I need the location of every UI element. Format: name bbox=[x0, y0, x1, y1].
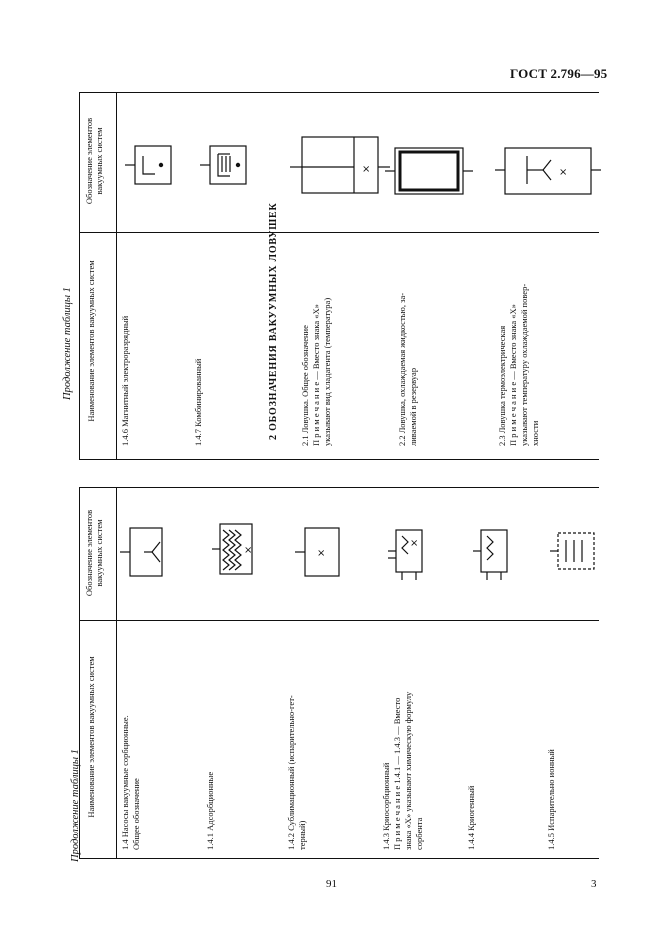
left-row-6-line-1: 1.4.5 Испарительно ионный bbox=[546, 749, 556, 850]
left-row-2-text: 1.4.1 Адсорбционные bbox=[205, 772, 216, 850]
left-table-left-rule bbox=[79, 487, 80, 859]
left-row-3-line-1: 1.4.2 Сублимационный (испарительно-гет- bbox=[286, 695, 296, 850]
trap-row-3-line-4: хности bbox=[530, 420, 540, 446]
trap-row-2-line-2: ливаемой в резервуар bbox=[408, 367, 418, 446]
left-col-symbol-header-line-2: вакуумных систем bbox=[94, 519, 104, 587]
right-row-2-line-1: 1.4.7 Комбинированный bbox=[193, 358, 203, 446]
trap-row-2-text: 2.2 Ловушка, охлаждаемая жидкостью, за- … bbox=[397, 293, 419, 446]
trap-row-1-line-2: П р и м е ч а н и е — Вместо знака «Х» bbox=[311, 304, 321, 446]
left-row-5-text: 1.4.4 Криогенный bbox=[466, 786, 477, 850]
svg-text:×: × bbox=[317, 548, 325, 559]
right-row-1-line-1: 1.4.6 Магнитный электроразрядный bbox=[120, 315, 130, 446]
left-table-header-rule bbox=[116, 487, 117, 859]
left-row-3-text: 1.4.2 Сублимационный (испарительно-гет- … bbox=[286, 695, 308, 850]
left-row-4-line-2: П р и м е ч а н и е 1.4.1 — 1.4.3 — Вмес… bbox=[392, 697, 402, 850]
right-col-name-header: Наименование элементов вакуумных систем bbox=[86, 260, 96, 422]
right-col-symbol-header-line-2: вакуумных систем bbox=[94, 127, 104, 195]
thermoelectric-trap-symbol: × bbox=[495, 147, 601, 195]
page-number-left: 91 bbox=[326, 878, 337, 890]
left-col-symbol-header: Обозначение элементов вакуумных систем bbox=[84, 494, 104, 612]
left-table-column-divider bbox=[79, 620, 599, 621]
left-row-3-line-2: терный) bbox=[297, 820, 307, 850]
right-col-symbol-header-line-1: Обозначение элементов bbox=[84, 117, 94, 205]
document-code: ГОСТ 2.796—95 bbox=[510, 66, 608, 81]
trap-row-1-line-1: 2.1 Ловушка. Общее обозначение bbox=[300, 325, 310, 446]
svg-text:×: × bbox=[362, 164, 370, 175]
trap-row-2-line-1: 2.2 Ловушка, охлаждаемая жидкостью, за- bbox=[397, 292, 407, 446]
left-row-1-line-1: 1.4 Насосы вакуумные сорбционные. bbox=[120, 715, 130, 850]
cryogenic-pump-symbol bbox=[473, 529, 508, 580]
trap-row-1-text: 2.1 Ловушка. Общее обозначение П р и м е… bbox=[300, 298, 333, 446]
trap-row-3-line-3: указывают температуру охлаждаемой повер- bbox=[519, 283, 529, 446]
combined-pump-symbol bbox=[200, 145, 247, 185]
left-row-2-line-1: 1.4.1 Адсорбционные bbox=[205, 771, 215, 850]
sublimation-pump-symbol: × bbox=[295, 527, 340, 577]
right-table-column-divider bbox=[79, 232, 599, 233]
adsorption-pump-symbol: × bbox=[212, 523, 253, 575]
trap-row-1-line-3: указывают вид хладагента (температура) bbox=[322, 297, 332, 446]
right-table-continuation: Продолжение таблицы 1 bbox=[62, 287, 73, 400]
left-row-4-text: 1.4.3 Криосорбционный П р и м е ч а н и … bbox=[381, 692, 425, 850]
trap-row-3-line-1: 2.3 Ловушка термоэлектрическая bbox=[497, 325, 507, 446]
trap-general-symbol: × bbox=[290, 136, 390, 194]
trap-row-3-line-2: П р и м е ч а н и е — Вместо знака «Х» bbox=[508, 304, 518, 446]
liquid-cooled-trap-symbol bbox=[385, 147, 473, 195]
right-row-1-text: 1.4.6 Магнитный электроразрядный bbox=[120, 316, 131, 446]
left-table-bottom-rule bbox=[79, 858, 599, 859]
left-row-6-text: 1.4.5 Испарительно ионный bbox=[546, 749, 557, 850]
sorption-pump-symbol bbox=[120, 527, 163, 577]
section-title: 2 ОБОЗНАЧЕНИЯ ВАКУУМНЫХ ЛОВУШЕК bbox=[268, 202, 279, 440]
trap-row-3-text: 2.3 Ловушка термоэлектрическая П р и м е… bbox=[497, 284, 541, 446]
left-row-1-line-2: Общее обозначение bbox=[131, 778, 141, 850]
left-col-symbol-header-line-1: Обозначение элементов bbox=[84, 509, 94, 597]
left-row-4-line-1: 1.4.3 Криосорбционный bbox=[381, 762, 391, 850]
svg-text:×: × bbox=[559, 167, 567, 178]
right-table-bottom-rule bbox=[79, 459, 599, 460]
right-table-top-rule bbox=[79, 92, 599, 93]
left-row-5-line-1: 1.4.4 Криогенный bbox=[466, 785, 476, 850]
right-table-header-rule bbox=[116, 92, 117, 460]
left-table-top-rule bbox=[79, 487, 599, 488]
evaporation-ion-pump-symbol bbox=[550, 532, 595, 570]
right-col-symbol-header: Обозначение элементов вакуумных систем bbox=[84, 96, 104, 226]
left-row-4-line-3: знака «Х» указывают химическую формулу bbox=[403, 691, 413, 850]
right-table-left-rule bbox=[79, 92, 80, 460]
right-row-2-text: 1.4.7 Комбинированный bbox=[193, 359, 204, 446]
svg-text:×: × bbox=[244, 545, 252, 556]
svg-text:×: × bbox=[410, 538, 418, 549]
magnetic-discharge-pump-symbol bbox=[125, 145, 172, 185]
left-row-1-text: 1.4 Насосы вакуумные сорбционные. Общее … bbox=[120, 715, 142, 850]
left-col-name-header: Наименование элементов вакуумных систем bbox=[86, 656, 96, 818]
left-row-4-line-4: сорбента bbox=[414, 817, 424, 850]
page-number-right: 3 bbox=[591, 878, 597, 890]
cryosorption-pump-symbol: × bbox=[388, 529, 423, 580]
